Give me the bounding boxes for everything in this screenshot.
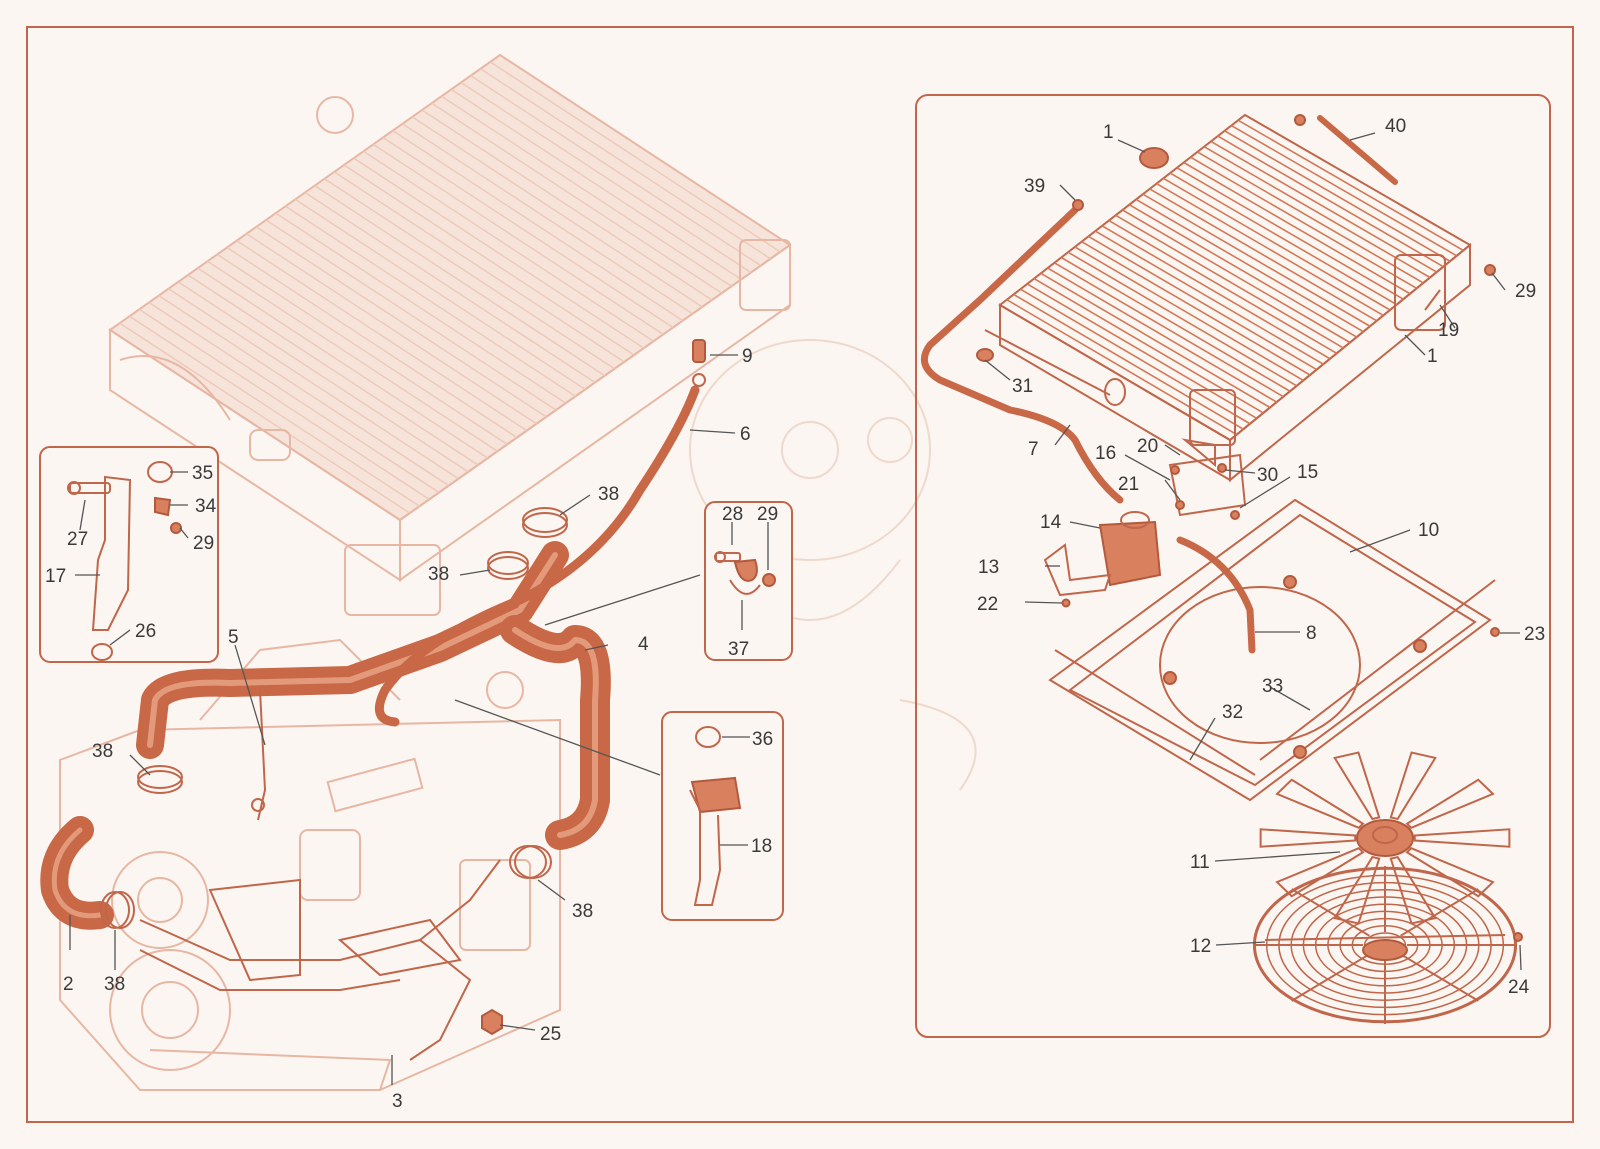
- overflow-hose-6[interactable]: [374, 385, 700, 727]
- callout-labels: 9 6 38 38 5 4 38 2 38 38 3 25 35 34 29 2…: [45, 116, 1545, 1112]
- callout-31: 31: [1012, 376, 1033, 397]
- right-exploded-panel: [915, 94, 1551, 1038]
- callout-38-left: 38: [92, 741, 113, 762]
- fan-guard-12[interactable]: [1252, 866, 1518, 1024]
- inset-bracket-17: [39, 446, 219, 663]
- callout-16: 16: [1095, 443, 1116, 464]
- charge-air-tube-31: [976, 329, 1126, 406]
- callout-36: 36: [752, 729, 773, 750]
- hose-clamp-38-right[interactable]: [509, 845, 552, 879]
- callout-2: 2: [63, 974, 74, 995]
- bolt-24[interactable]: [1513, 932, 1523, 942]
- radiator-cap-1[interactable]: [1139, 147, 1169, 169]
- tank-bracket-13[interactable]: [1043, 543, 1112, 597]
- pipe-bracket: [208, 878, 462, 982]
- callout-5: 5: [228, 627, 239, 648]
- bolt-29-radiator[interactable]: [1484, 264, 1496, 276]
- outer-frame: [26, 26, 1574, 1123]
- callout-34: 34: [195, 496, 217, 517]
- bolt-22[interactable]: [1061, 598, 1071, 608]
- overflow-hose-7[interactable]: [920, 206, 1124, 504]
- callout-24: 24: [1508, 977, 1530, 998]
- hose-clamp-38-mid[interactable]: [487, 551, 529, 580]
- expansion-tank-14[interactable]: [1098, 511, 1162, 587]
- callout-17: 17: [45, 566, 66, 587]
- callout-25: 25: [540, 1024, 561, 1045]
- callout-15: 15: [1297, 462, 1318, 483]
- callout-1-side: 1: [1427, 346, 1438, 367]
- callout-27: 27: [67, 529, 88, 550]
- watermark-mascot: [689, 339, 977, 791]
- bolt-23[interactable]: [1490, 627, 1500, 637]
- callout-38-lower-left: 38: [104, 974, 125, 995]
- callout-37: 37: [728, 639, 749, 660]
- hose-fitting-9[interactable]: [692, 339, 706, 387]
- callout-22: 22: [977, 594, 998, 615]
- hose-fitting-39[interactable]: [1072, 199, 1084, 211]
- inset-bracket-18: [661, 711, 784, 921]
- callout-10: 10: [1418, 520, 1439, 541]
- callout-1-top: 1: [1103, 122, 1114, 143]
- bolt-25[interactable]: [481, 1008, 503, 1036]
- callout-33: 33: [1262, 676, 1283, 697]
- callout-7: 7: [1028, 439, 1039, 460]
- coolant-pipe-3[interactable]: [139, 859, 501, 1061]
- hose-clamp-38-lower-left[interactable]: [100, 891, 135, 929]
- fan-11[interactable]: [1259, 751, 1511, 925]
- callout-14: 14: [1040, 512, 1062, 533]
- callout-38-right: 38: [572, 901, 593, 922]
- callout-38-top: 38: [598, 484, 619, 505]
- callout-18: 18: [751, 836, 772, 857]
- callout-6: 6: [740, 424, 751, 445]
- callout-11: 11: [1190, 852, 1210, 873]
- callout-26: 26: [135, 621, 156, 642]
- left-leaders: [69, 354, 738, 1085]
- callout-39: 39: [1024, 176, 1045, 197]
- callout-13: 13: [978, 557, 999, 578]
- tube-support-bracket-5: [251, 689, 267, 821]
- callout-40: 40: [1385, 116, 1406, 137]
- right-leaders: [984, 132, 1522, 971]
- callout-30: 30: [1257, 465, 1278, 486]
- hose-clamp-38-upper[interactable]: [522, 507, 568, 538]
- callout-9: 9: [742, 346, 753, 367]
- inset-clip-37: [704, 501, 793, 661]
- hose-upper-5[interactable]: [136, 541, 569, 759]
- callout-29-right: 29: [1515, 281, 1536, 302]
- callout-3: 3: [392, 1091, 403, 1112]
- callout-28: 28: [722, 504, 743, 525]
- bolt-19[interactable]: [1424, 289, 1441, 311]
- background-radiator-ghost: [108, 53, 792, 582]
- callout-23: 23: [1524, 624, 1545, 645]
- hose-lower-2[interactable]: [40, 816, 114, 930]
- stay-rod-40[interactable]: [1294, 114, 1398, 185]
- hose-clamp-38-left[interactable]: [137, 765, 183, 794]
- callout-19: 19: [1438, 320, 1459, 341]
- callout-12: 12: [1190, 936, 1211, 957]
- callout-29-left: 29: [193, 533, 214, 554]
- callout-8: 8: [1306, 623, 1317, 644]
- callout-32: 32: [1222, 702, 1243, 723]
- callout-4: 4: [638, 634, 649, 655]
- callout-35: 35: [192, 463, 213, 484]
- callout-29-mid: 29: [757, 504, 778, 525]
- hose-lower-4[interactable]: [500, 615, 611, 850]
- radiator-1[interactable]: [998, 113, 1472, 483]
- callout-38-mid: 38: [428, 564, 449, 585]
- callout-20: 20: [1137, 436, 1158, 457]
- callout-21: 21: [1118, 474, 1139, 495]
